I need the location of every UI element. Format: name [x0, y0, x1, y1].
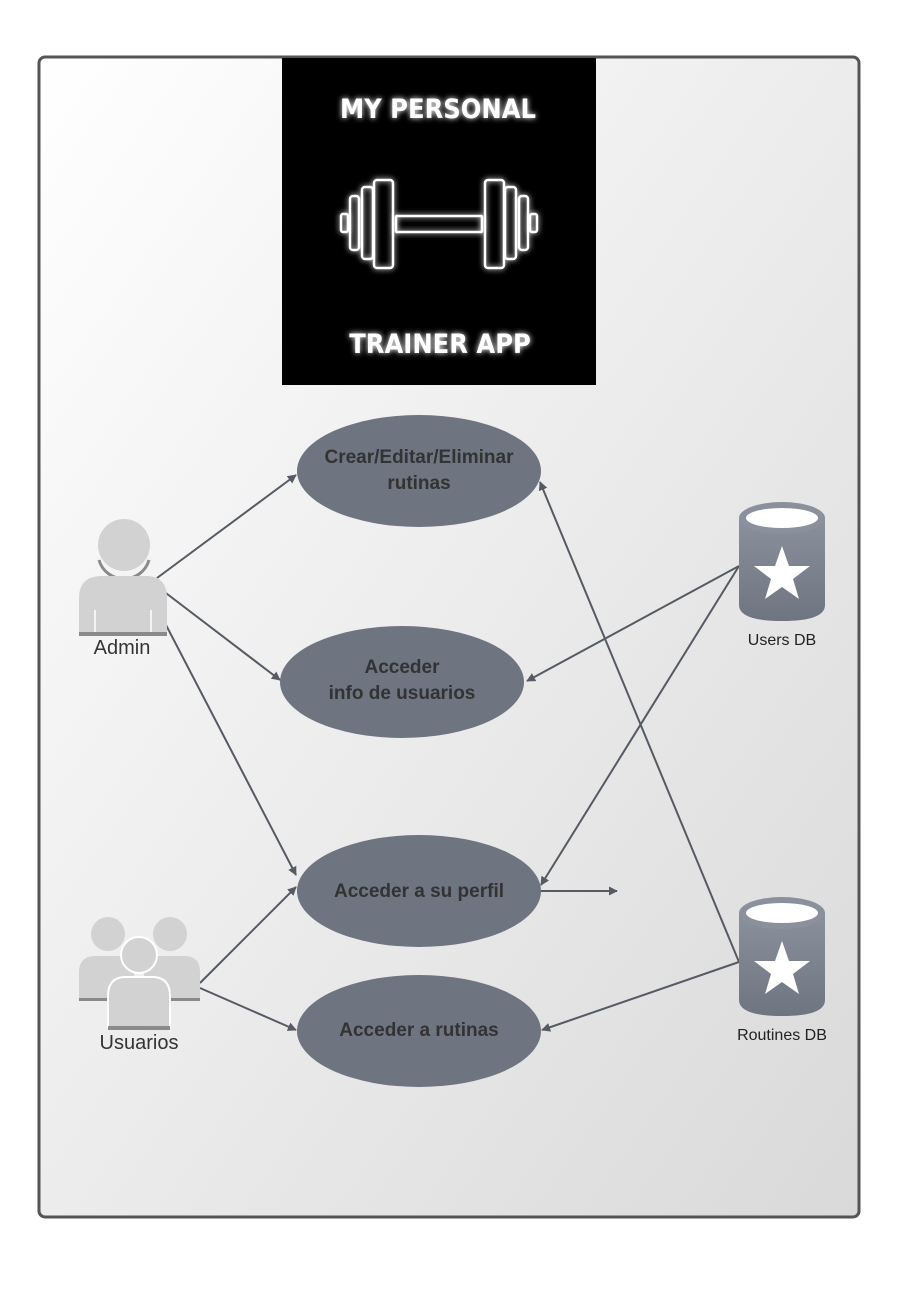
database-users-label: Users DB — [748, 632, 816, 649]
actor-admin[interactable]: Admin — [79, 519, 167, 659]
dumbbell-icon — [339, 178, 539, 270]
associations — [156, 474, 740, 1032]
use-case-crud-routines[interactable]: Crear/Editar/Eliminar rutinas — [297, 415, 541, 527]
use-case-routines[interactable]: Acceder a rutinas — [297, 975, 541, 1087]
logo-title-line1: MY PERSONAL — [340, 94, 536, 125]
arrow-users-to-routines — [199, 987, 297, 1031]
arrow-users-to-profile — [199, 886, 297, 984]
actor-users[interactable]: Usuarios — [79, 917, 200, 1054]
actor-admin-label: Admin — [94, 637, 151, 659]
arrow-admin-to-crud — [156, 474, 297, 579]
actor-users-label: Usuarios — [100, 1032, 179, 1054]
arrow-routinesdb-to-routines — [541, 961, 740, 1032]
use-case-profile[interactable]: Acceder a su perfil — [297, 835, 541, 947]
database-routines-label: Routines DB — [737, 1027, 827, 1044]
database-star-icon — [739, 897, 825, 1016]
people-group-icon — [79, 917, 200, 1030]
use-case-profile-label: Acceder a su perfil — [334, 881, 504, 902]
database-users[interactable]: Users DB — [739, 502, 825, 649]
arrow-admin-to-profile — [165, 624, 297, 876]
use-case-user-info[interactable]: Acceder info de usuarios — [280, 626, 524, 738]
database-routines[interactable]: Routines DB — [737, 897, 827, 1044]
use-case-crud-line2: rutinas — [387, 473, 450, 494]
arrow-admin-to-user-info — [157, 586, 281, 681]
app-logo: MY PERSONAL TRAINER APP — [282, 58, 596, 385]
person-icon — [79, 519, 167, 636]
use-case-crud-line1: Crear/Editar/Eliminar — [324, 447, 514, 468]
use-case-routines-label: Acceder a rutinas — [339, 1020, 498, 1041]
use-case-user-info-line2: info de usuarios — [329, 683, 476, 704]
arrow-routinesdb-to-crud — [538, 481, 740, 963]
arrow-usersdb-to-user-info — [526, 565, 740, 682]
database-star-icon — [739, 502, 825, 621]
use-case-user-info-line1: Acceder — [365, 657, 441, 678]
logo-title-line2: TRAINER APP — [349, 329, 531, 360]
